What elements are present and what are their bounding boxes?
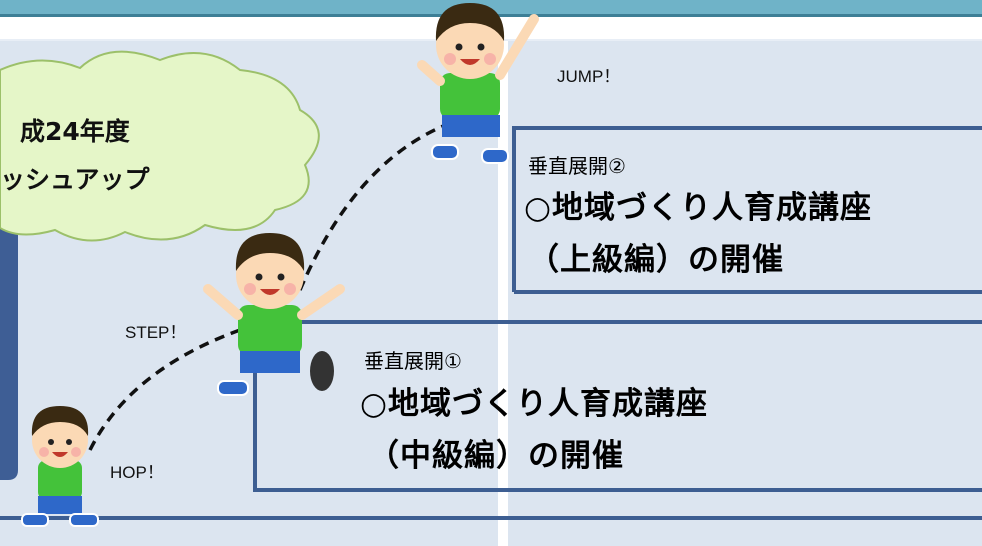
stage2-title-line2: （上級編）の開催	[528, 242, 784, 278]
cloud-bubble	[0, 50, 320, 242]
stage1-title-line1: ○地域づくり人育成講座	[360, 386, 709, 422]
top-band	[0, 0, 982, 14]
stage1-title-line2: （中級編）の開催	[368, 438, 624, 474]
kid-step	[203, 233, 345, 396]
kid-hop	[21, 406, 99, 527]
stage2-subtitle: 垂直展開②	[528, 154, 626, 178]
cloud-line2: ッシュアップ	[0, 165, 150, 194]
jump-label: JUMP！	[557, 67, 621, 86]
cloud-line1: 成24年度	[20, 117, 130, 146]
hop-label: HOP！	[110, 463, 164, 482]
kid-jump	[417, 3, 539, 164]
stage2-title-line1: ○地域づくり人育成講座	[524, 190, 873, 226]
step2-frame	[512, 126, 982, 292]
step-label: STEP！	[125, 323, 187, 342]
left-edge-panel	[0, 200, 18, 480]
jump-trajectory	[88, 116, 466, 451]
stage1-subtitle: 垂直展開①	[364, 349, 462, 373]
